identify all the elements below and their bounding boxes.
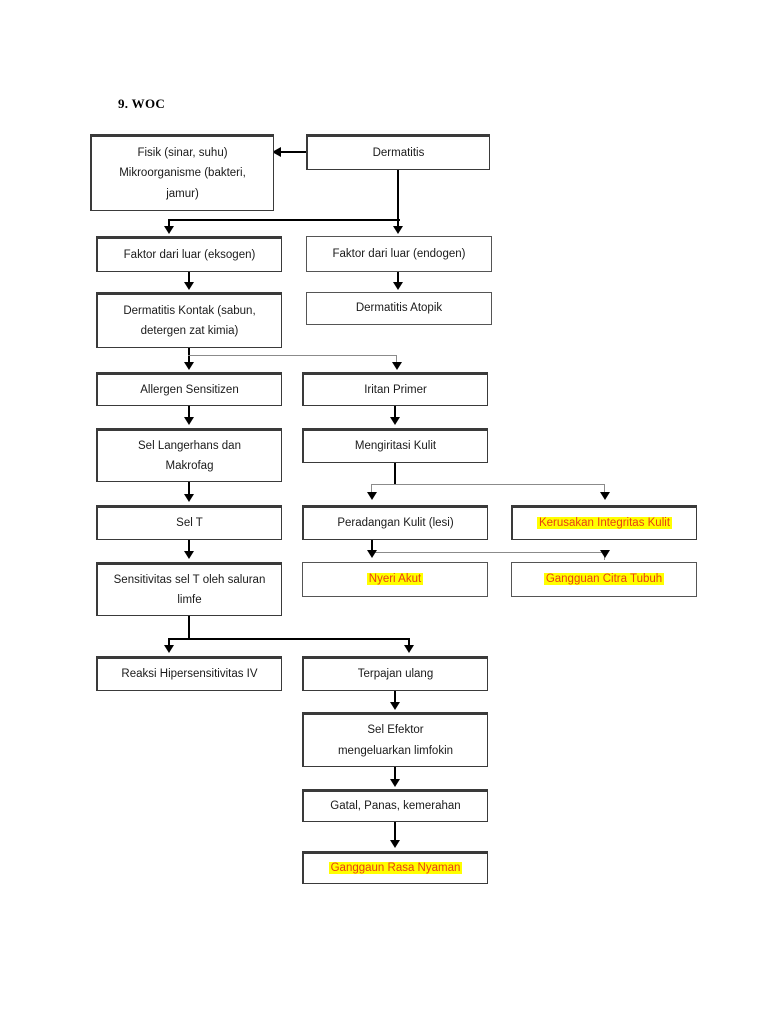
edge-terpajan-efektor <box>394 691 396 704</box>
edge-bus-terpajan <box>408 638 410 647</box>
arrowhead-langerhans <box>184 417 194 425</box>
node-sel-langerhans-line-2: Makrofag <box>165 460 214 472</box>
edge-bus-kerusakan <box>604 484 605 494</box>
node-gangguan-citra-tubuh-label: Gangguan Citra Tubuh <box>543 573 665 586</box>
arrowhead-nyeri <box>367 550 377 558</box>
arrowhead-atopik <box>393 282 403 290</box>
node-dermatitis-label: Dermatitis <box>372 146 425 159</box>
edge-efektor-gatal <box>394 767 396 781</box>
arrowhead-gatal <box>390 779 400 787</box>
edge-bus-peradangan <box>371 484 372 494</box>
node-sensitivitas-sel-t-line-2: limfe <box>177 594 202 606</box>
arrowhead-hipersensitivitas <box>164 645 174 653</box>
node-dermatitis: Dermatitis <box>306 134 490 170</box>
edge-peradangan-down <box>371 540 373 554</box>
edge-peradangan-bus <box>371 552 605 553</box>
node-ganggaun-rasa-nyaman-label: Ganggaun Rasa Nyaman <box>328 862 463 875</box>
node-gangguan-citra-tubuh: Gangguan Citra Tubuh <box>511 562 697 597</box>
node-sel-langerhans-line-1: Sel Langerhans dan <box>138 439 241 452</box>
node-reaksi-hipersensitivitas-label: Reaksi Hipersensitivitas IV <box>121 668 258 681</box>
node-gatal-panas-kemerahan: Gatal, Panas, kemerahan <box>302 789 488 822</box>
edge-bus-to-iritan <box>396 355 397 364</box>
node-dermatitis-atopik: Dermatitis Atopik <box>306 292 492 325</box>
arrowhead-left-fisik <box>272 147 281 157</box>
arrowhead-nyaman <box>390 840 400 848</box>
edge-langerhans-selt <box>188 482 190 496</box>
page-edge <box>0 0 4 1024</box>
arrowhead-peradangan <box>367 492 377 500</box>
node-sel-t: Sel T <box>96 505 282 540</box>
edge-gatal-nyaman <box>394 822 396 841</box>
node-sel-efektor-line-2: mengeluarkan limfokin <box>337 744 454 757</box>
arrowhead-iritan <box>392 362 402 370</box>
edge-sensitivitas-bus <box>168 638 410 640</box>
node-fisik-line-2: Mikroorganisme (bakteri, <box>119 167 246 180</box>
node-fisik-line-1: Fisik (sinar, suhu) <box>137 147 228 160</box>
edge-kontak-down <box>188 348 190 364</box>
node-sel-langerhans: Sel Langerhans dan Makrofag <box>96 428 282 482</box>
node-reaksi-hipersensitivitas: Reaksi Hipersensitivitas IV <box>96 656 282 691</box>
edge-mengiritasi-down <box>394 463 396 485</box>
node-mengiritasi-kulit: Mengiritasi Kulit <box>302 428 488 463</box>
arrowhead-kontak <box>184 282 194 290</box>
edge-kontak-bus <box>188 355 397 356</box>
edge-bus-to-endogen <box>397 219 399 228</box>
edge-allergen-langerhans <box>188 406 190 419</box>
arrowhead-efektor <box>390 702 400 710</box>
arrowhead-mengiritasi <box>390 417 400 425</box>
arrowhead-selt <box>184 494 194 502</box>
arrowhead-kerusakan <box>600 492 610 500</box>
node-faktor-endogen: Faktor dari luar (endogen) <box>306 236 492 272</box>
edge-eksogen-kontak <box>188 272 190 284</box>
node-allergen-sensitizen-label: Allergen Sensitizen <box>140 383 239 396</box>
node-faktor-endogen-label: Faktor dari luar (endogen) <box>332 247 466 260</box>
node-dermatitis-kontak-line-1: Dermatitis Kontak (sabun, <box>123 304 256 317</box>
node-kerusakan-integritas-kulit-label: Kerusakan Integritas Kulit <box>536 517 673 530</box>
node-fisik: Fisik (sinar, suhu) Mikroorganisme (bakt… <box>90 134 274 211</box>
node-faktor-eksogen-label: Faktor dari luar (eksogen) <box>123 248 256 261</box>
node-dermatitis-atopik-label: Dermatitis Atopik <box>355 302 443 315</box>
arrowhead-citra <box>600 550 610 558</box>
node-gatal-panas-kemerahan-label: Gatal, Panas, kemerahan <box>330 800 461 813</box>
node-fisik-line-3: jamur) <box>166 187 199 200</box>
page-heading: 9. WOC <box>118 96 166 111</box>
node-terpajan-ulang-label: Terpajan ulang <box>357 668 434 681</box>
node-dermatitis-kontak-line-2: detergen zat kimia) <box>140 325 239 337</box>
arrowhead-allergen <box>184 362 194 370</box>
node-ganggaun-rasa-nyaman: Ganggaun Rasa Nyaman <box>302 851 488 884</box>
node-kerusakan-integritas-kulit: Kerusakan Integritas Kulit <box>511 505 697 540</box>
node-sel-efektor-line-1: Sel Efektor <box>367 724 424 737</box>
edge-bus-hipersensitivitas <box>168 638 170 647</box>
node-terpajan-ulang: Terpajan ulang <box>302 656 488 691</box>
node-mengiritasi-kulit-label: Mengiritasi Kulit <box>354 440 437 453</box>
node-dermatitis-kontak: Dermatitis Kontak (sabun, detergen zat k… <box>96 292 282 348</box>
node-allergen-sensitizen: Allergen Sensitizen <box>96 372 282 406</box>
node-sensitivitas-sel-t: Sensitivitas sel T oleh saluran limfe <box>96 562 282 616</box>
edge-dermatitis-to-fisik <box>279 151 306 153</box>
node-peradangan-kulit-label: Peradangan Kulit (lesi) <box>337 517 454 530</box>
edge-mengiritasi-bus <box>371 484 605 485</box>
arrowhead-terpajan <box>404 645 414 653</box>
edge-selt-sensitivitas <box>188 540 190 553</box>
arrowhead-endogen <box>393 226 403 234</box>
arrowhead-eksogen <box>164 226 174 234</box>
edge-iritan-mengiritasi <box>394 406 396 419</box>
node-peradangan-kulit: Peradangan Kulit (lesi) <box>302 505 488 540</box>
node-faktor-eksogen: Faktor dari luar (eksogen) <box>96 236 282 272</box>
node-sensitivitas-sel-t-line-1: Sensitivitas sel T oleh saluran <box>113 573 266 586</box>
arrowhead-sensitivitas <box>184 551 194 559</box>
node-iritan-primer-label: Iritan Primer <box>364 383 427 396</box>
edge-bus-top <box>168 219 400 221</box>
node-sel-t-label: Sel T <box>176 517 203 530</box>
node-sel-efektor: Sel Efektor mengeluarkan limfokin <box>302 712 488 767</box>
node-iritan-primer: Iritan Primer <box>302 372 488 406</box>
node-nyeri-akut-label: Nyeri Akut <box>366 573 424 586</box>
node-nyeri-akut: Nyeri Akut <box>302 562 488 597</box>
edge-endogen-atopik <box>397 272 399 284</box>
edge-sensitivitas-down <box>188 616 190 640</box>
edge-bus-to-eksogen <box>168 219 170 228</box>
edge-dermatitis-down <box>397 170 399 220</box>
